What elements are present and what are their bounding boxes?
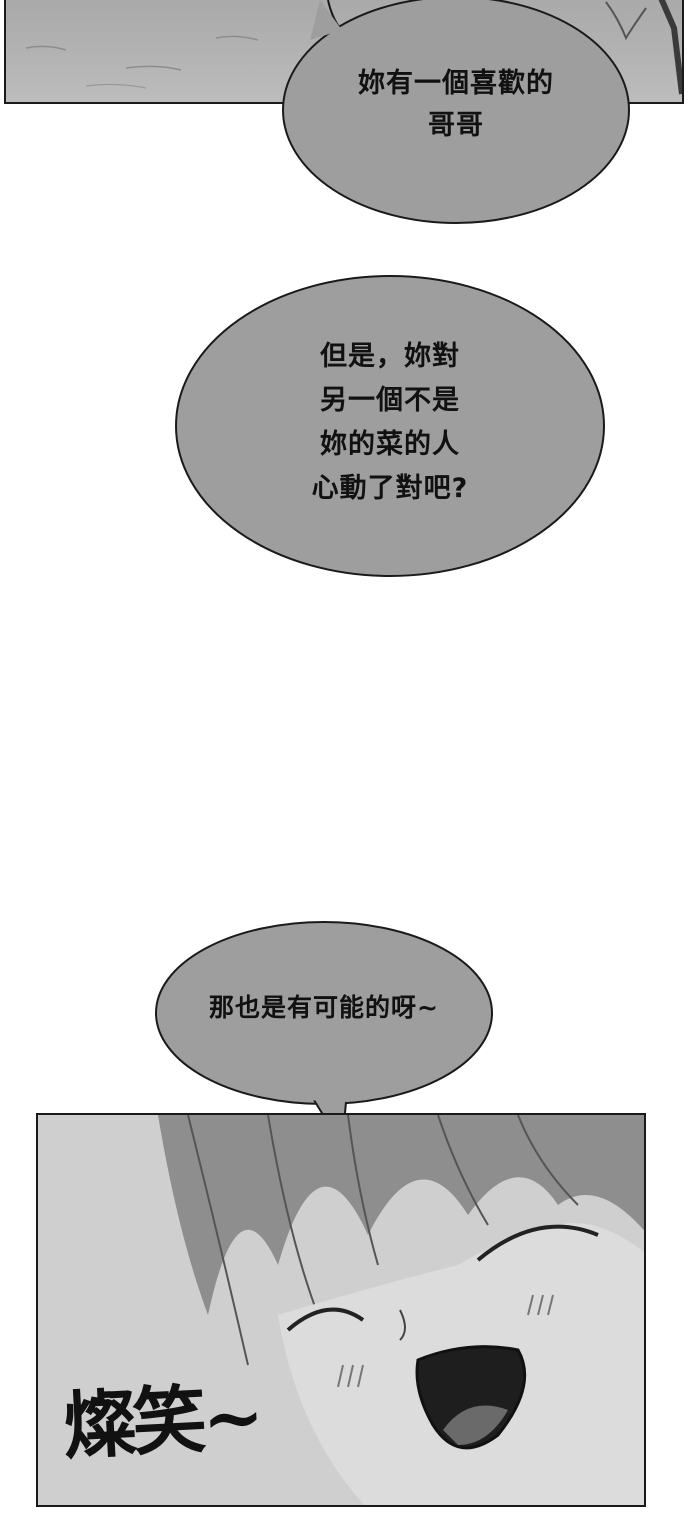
speech-bubble-2	[175, 275, 605, 577]
sound-effect-text: 燦笑~	[60, 1373, 263, 1471]
speech-bubble-2-text: 但是，妳對 另一個不是 妳的菜的人 心動了對吧?	[311, 341, 469, 504]
bottom-comic-panel	[36, 1113, 646, 1507]
speech-bubble-3-text: 那也是有可能的呀~	[209, 993, 439, 1022]
speech-bubble-1-text: 妳有一個喜歡的 哥哥	[358, 68, 554, 141]
smiling-girl-art	[158, 1115, 644, 1505]
top-panel-art	[25, 0, 682, 95]
speech-bubble-1	[282, 0, 630, 224]
